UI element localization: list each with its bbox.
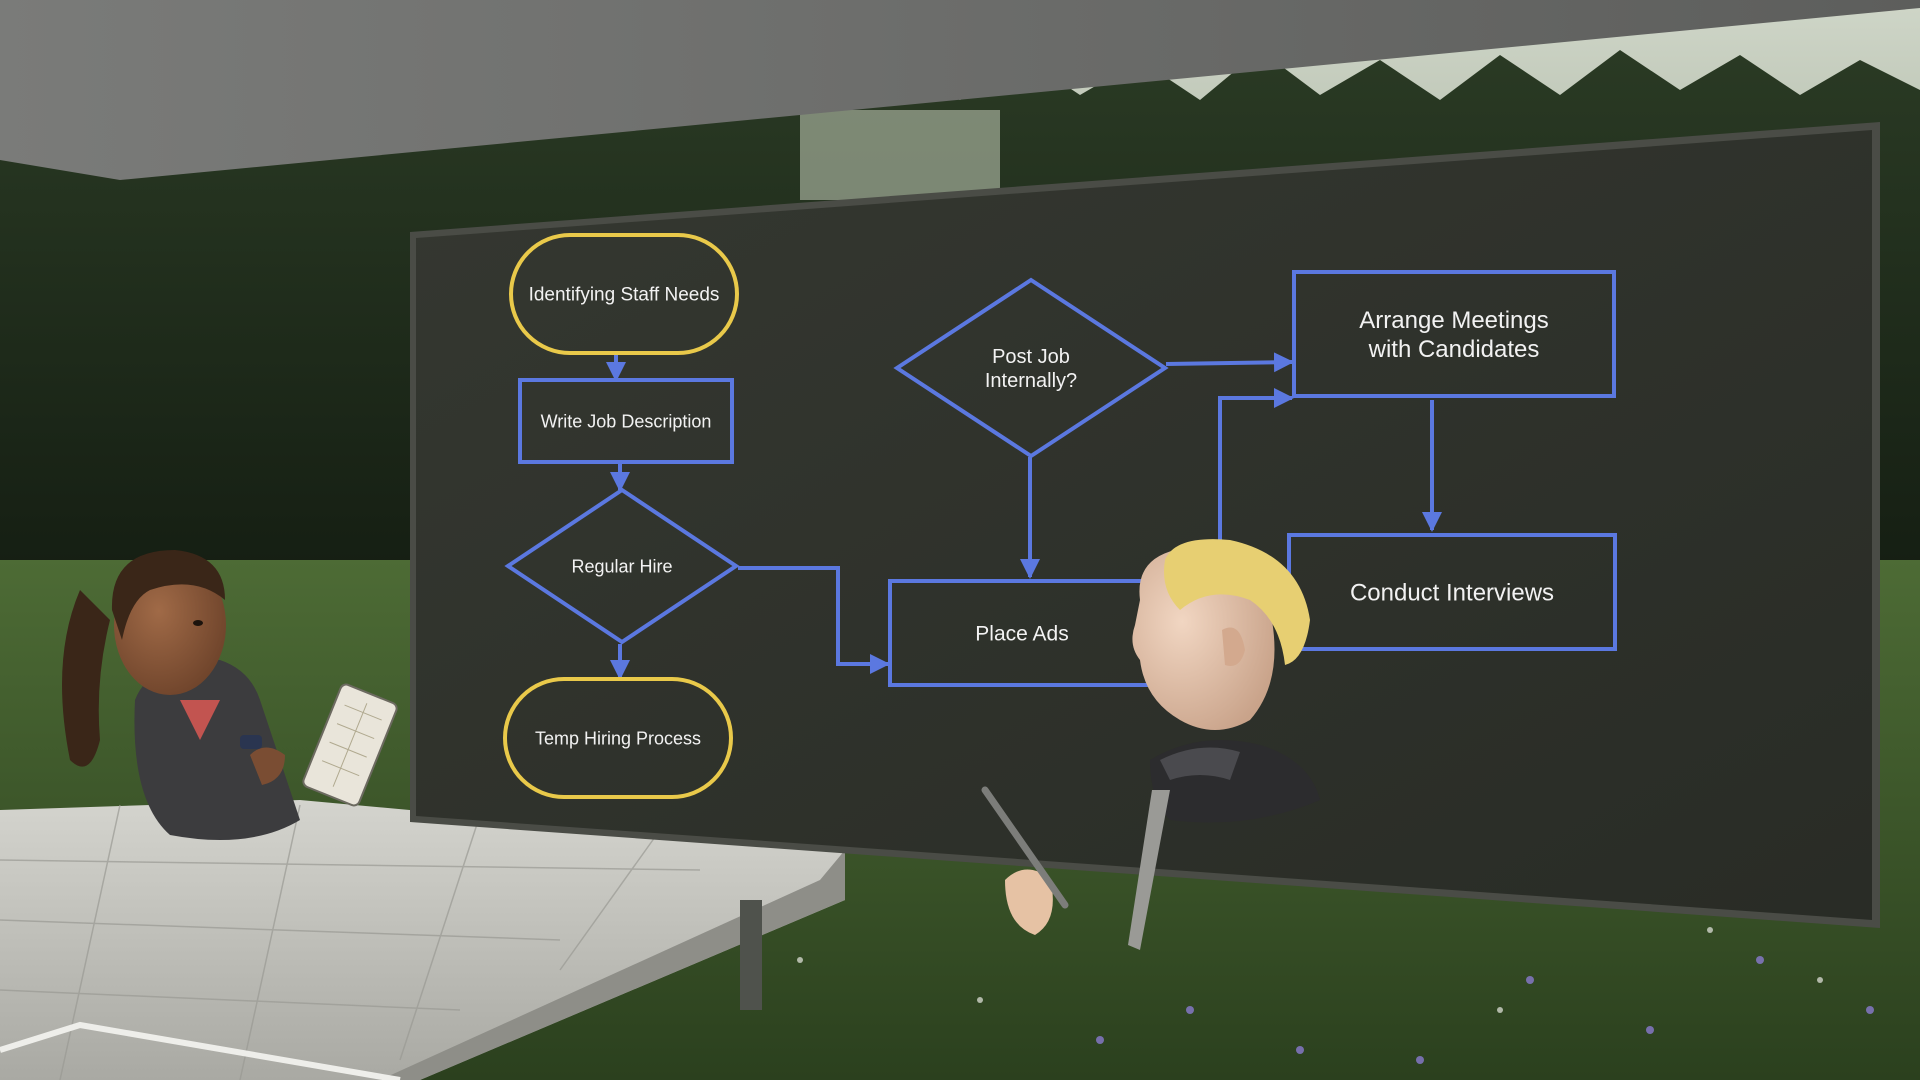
- avatar-man: [981, 539, 1320, 950]
- whiteboard-panel: [416, 130, 1872, 920]
- avatar-man-collar: [1160, 747, 1240, 780]
- avatar-woman-eye: [193, 620, 203, 626]
- avatar-man-ear: [1222, 627, 1245, 666]
- avatar-woman-torso: [134, 660, 300, 840]
- node-label-arrange-meetings-1: Arrange Meetings: [1359, 307, 1548, 334]
- node-label-write-job-description: Write Job Description: [541, 411, 712, 431]
- floor-tile-lines: [0, 804, 701, 1080]
- node-temp-hiring-process: Temp Hiring Process: [503, 677, 733, 799]
- avatar-woman: [62, 550, 398, 840]
- node-label-conduct-interviews: Conduct Interviews: [1350, 579, 1554, 606]
- node-shape-post-job-internally: [893, 277, 1169, 459]
- floor-marking: [0, 1021, 401, 1080]
- node-identifying-staff-needs: Identifying Staff Needs: [509, 233, 739, 355]
- floor-post: [740, 900, 762, 1010]
- node-write-job-description: Write Job Description: [518, 378, 734, 464]
- avatar-woman-pointer: [240, 735, 262, 749]
- node-label-post-job-internally-1: Post Job: [992, 346, 1070, 368]
- node-shape-temp-hiring-process: [503, 677, 733, 799]
- node-shape-identifying-staff-needs: [509, 233, 739, 355]
- node-label-regular-hire: Regular Hire: [571, 556, 672, 576]
- node-label-place-ads: Place Ads: [975, 622, 1068, 645]
- node-shape-write-job-description: [518, 378, 734, 464]
- avatar-woman-ponytail: [62, 590, 110, 767]
- avatar-man-pen-icon: [981, 786, 1069, 909]
- node-label-arrange-meetings-2: with Candidates: [1368, 336, 1540, 363]
- node-shape-regular-hire: [504, 487, 740, 645]
- tablet-grid-lines: [321, 703, 382, 787]
- avatar-woman-hair: [111, 550, 225, 640]
- connector-regular-hire-to-place-ads: [738, 566, 890, 674]
- forest-gap-light: [800, 110, 1000, 200]
- connector-post-job-internally-to-arrange-meetings: [1165, 352, 1294, 373]
- node-regular-hire: Regular Hire: [504, 487, 740, 645]
- pavilion-ceiling: [0, 0, 1920, 180]
- node-label-post-job-internally-2: Internally?: [985, 370, 1077, 392]
- node-shape-arrange-meetings: [1292, 270, 1616, 398]
- avatar-man-hair: [1164, 539, 1310, 665]
- avatar-man-hand: [1005, 869, 1053, 935]
- avatar-man-shirt-strip: [1128, 790, 1170, 950]
- avatar-woman-hand: [250, 747, 285, 785]
- pavilion-floor: [0, 800, 845, 1080]
- avatar-woman-shirt-collar: [180, 700, 220, 740]
- grass-flowers: [1096, 956, 1874, 1064]
- node-label-temp-hiring-process: Temp Hiring Process: [535, 728, 701, 748]
- node-label-identifying-staff-needs: Identifying Staff Needs: [529, 285, 720, 306]
